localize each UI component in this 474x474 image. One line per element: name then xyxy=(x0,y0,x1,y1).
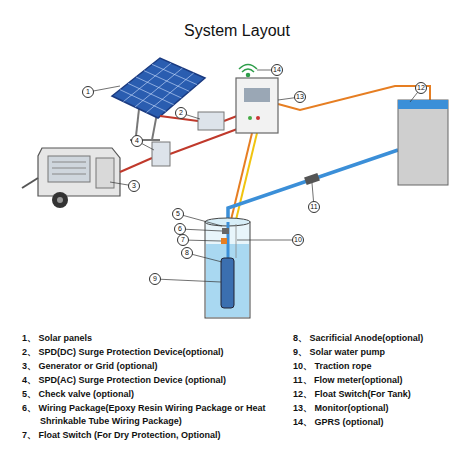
part-list-item: 10、 Traction rope xyxy=(293,360,474,373)
callout-number: 4 xyxy=(131,135,143,147)
solar-panel xyxy=(112,58,205,140)
panel-cell-line xyxy=(135,68,183,107)
callout-number: 5 xyxy=(172,208,184,220)
part-list-item: 8、 Sacrificial Anode(optional) xyxy=(293,332,474,345)
part-list-item: 9、 Solar water pump xyxy=(293,346,474,359)
callout-number: 7 xyxy=(177,234,189,246)
callout-number: 12 xyxy=(415,82,427,94)
part-list-item: 4、 SPD(AC) Surge Protection Device (opti… xyxy=(22,374,308,387)
part-list-item: 2、 SPD(DC) Surge Protection Device(optio… xyxy=(22,346,308,359)
part-list-item: 13、 Monitor(optional) xyxy=(293,402,474,415)
callout-number: 11 xyxy=(308,201,320,213)
part-list-item: 3、 Generator or Grid (optional) xyxy=(22,360,308,373)
callout-number: 9 xyxy=(149,273,161,285)
panel-cell-line xyxy=(124,63,172,102)
spd-boxes xyxy=(152,112,224,166)
part-list-item: 14、 GPRS (optional) xyxy=(293,416,474,429)
callout-number: 3 xyxy=(128,180,140,192)
panel-cell-line xyxy=(147,73,194,113)
part-list-item: 7、 Float Switch (For Dry Protection, Opt… xyxy=(22,429,308,442)
water-tank xyxy=(398,100,448,185)
controller xyxy=(236,78,278,133)
generator xyxy=(22,148,120,208)
callout-number: 8 xyxy=(181,247,193,259)
part-list-item: 6、 Wiring Package(Epoxy Resin Wiring Pac… xyxy=(22,402,308,428)
diagram-title: System Layout xyxy=(0,22,474,40)
part-list-item: 12、 Float Switch(For Tank) xyxy=(293,388,474,401)
callout-number: 10 xyxy=(292,234,304,246)
well xyxy=(205,218,250,318)
part-list-item: 11、 Flow meter(optional) xyxy=(293,374,474,387)
callout-number: 14 xyxy=(271,64,283,76)
gprs-icon xyxy=(239,65,257,77)
callout-number: 13 xyxy=(294,91,306,103)
callout-number: 2 xyxy=(175,107,187,119)
part-list-item: 5、 Check valve (optional) xyxy=(22,388,308,401)
part-list-item: 1、 Solar panels xyxy=(22,332,308,345)
callout-number: 1 xyxy=(82,86,94,98)
leader-lines xyxy=(88,70,421,282)
